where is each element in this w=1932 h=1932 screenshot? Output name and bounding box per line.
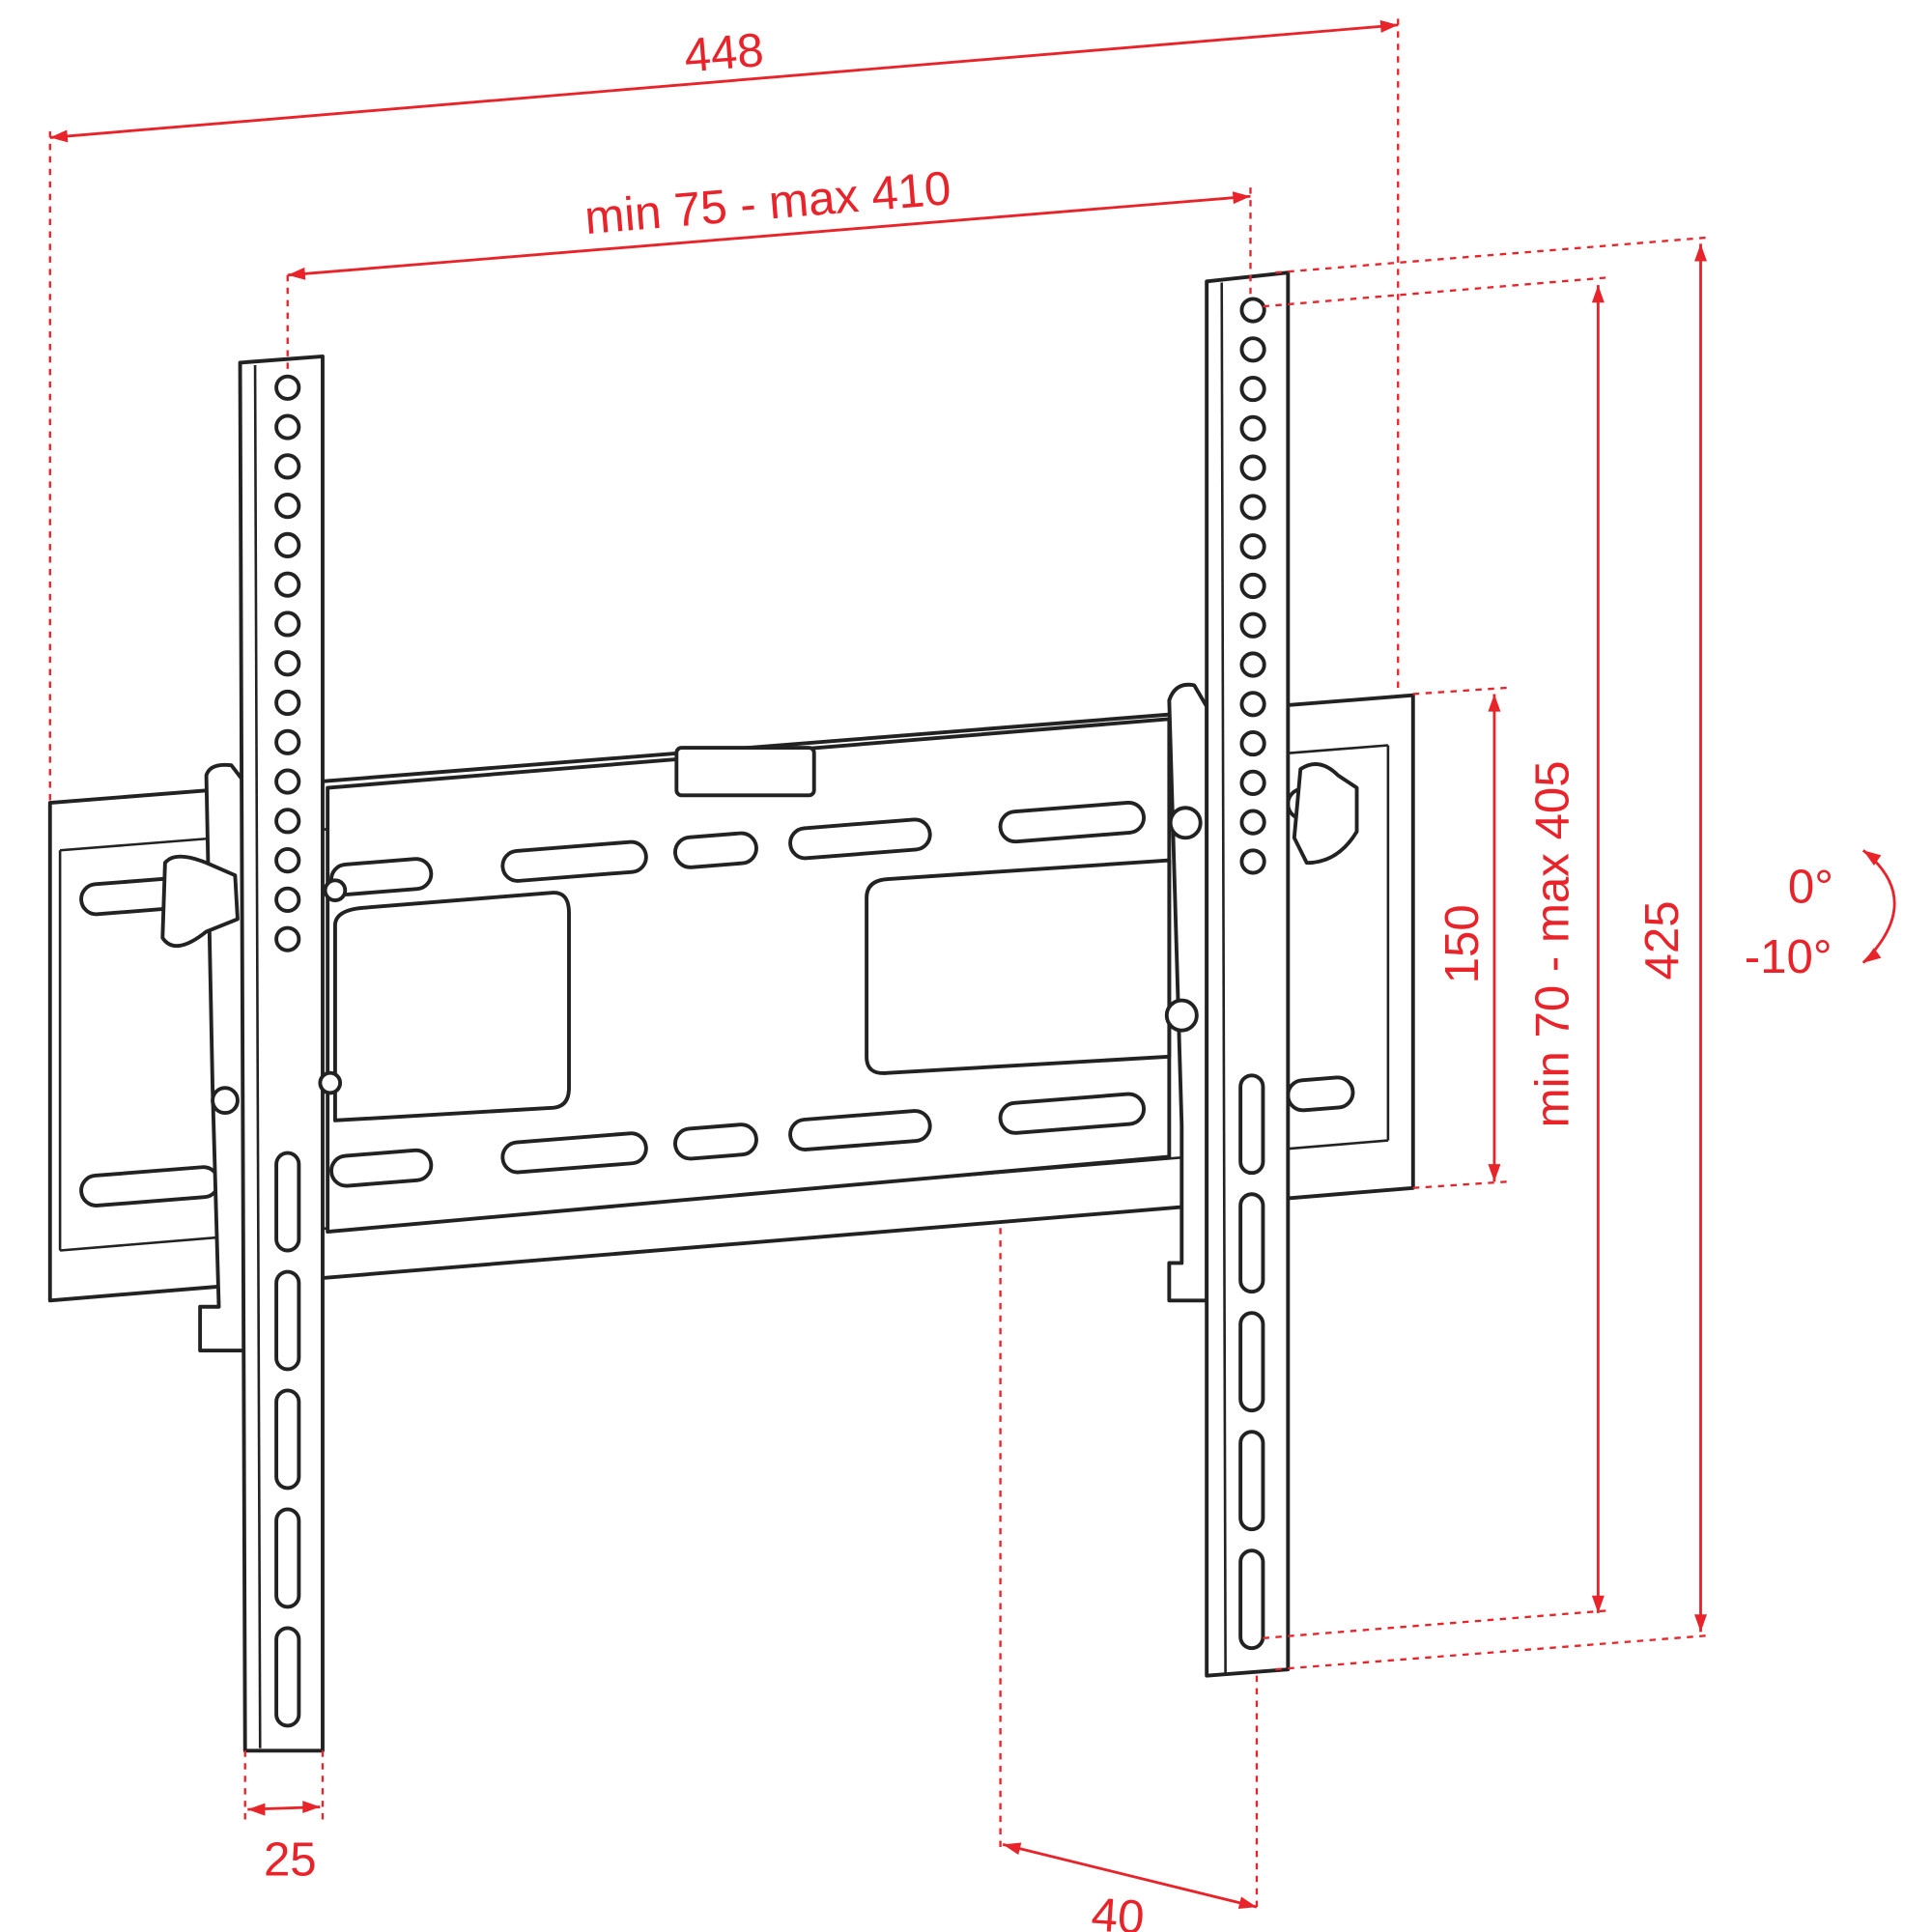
right-tilt-knob xyxy=(1292,762,1359,866)
overall-height-label: 425 xyxy=(1635,900,1689,980)
mounting-slot xyxy=(1238,1430,1265,1532)
mounting-hole xyxy=(274,493,301,520)
dimension-lines xyxy=(48,18,1896,1914)
mounting-slot xyxy=(274,1626,301,1728)
mounting-slot xyxy=(1238,1073,1265,1176)
arrowhead xyxy=(1591,1595,1605,1613)
mounting-hole xyxy=(274,847,301,874)
mounting-hole xyxy=(274,728,301,755)
mounting-hole xyxy=(1239,651,1266,678)
mounting-hole xyxy=(274,413,301,440)
arrowhead xyxy=(1237,1896,1257,1910)
mounting-slot xyxy=(274,1151,301,1253)
mounting-hole xyxy=(1239,769,1266,796)
arrowhead xyxy=(1488,1164,1501,1182)
mounting-hole xyxy=(1239,729,1266,757)
mounting-hole xyxy=(1239,494,1266,521)
arrowhead xyxy=(1694,1614,1707,1633)
tilt-bottom-label: -10° xyxy=(1745,930,1833,983)
mounting-slot xyxy=(274,1507,301,1609)
mounting-slot xyxy=(1238,1311,1265,1413)
wall-slot xyxy=(998,1092,1146,1135)
arrowhead xyxy=(1488,694,1501,712)
arrowhead xyxy=(1694,243,1707,262)
wall-slot xyxy=(1286,1075,1355,1113)
wall-slot xyxy=(673,831,758,869)
left-arm xyxy=(160,354,348,1753)
mounting-hole xyxy=(1239,848,1266,875)
left-tilt-knob xyxy=(160,854,240,949)
wall-plate xyxy=(47,693,1415,1303)
wall-slot xyxy=(788,1109,932,1151)
wall-slot xyxy=(673,1122,758,1161)
overall-width-label: 448 xyxy=(682,23,765,83)
mounting-hole xyxy=(274,689,301,717)
mounting-hole xyxy=(274,571,301,598)
mounting-hole xyxy=(274,925,301,952)
arrowhead xyxy=(49,129,69,143)
mounting-hole xyxy=(1239,533,1266,560)
vesa-horizontal-label: min 75 - max 410 xyxy=(582,161,952,244)
mounting-hole xyxy=(274,531,301,558)
mounting-slot xyxy=(1238,1192,1265,1294)
arrowhead xyxy=(1379,19,1399,33)
mounting-hole xyxy=(274,611,301,638)
vesa-vertical-label: min 70 - max 405 xyxy=(1525,760,1578,1127)
mounting-hole xyxy=(1239,691,1266,718)
mounting-slot xyxy=(1238,1548,1265,1651)
mounting-hole xyxy=(1239,414,1266,441)
arrowhead xyxy=(1862,948,1882,963)
arrowhead xyxy=(1232,191,1251,205)
wall-plate-height-label: 150 xyxy=(1435,904,1489,983)
mounting-hole xyxy=(1239,336,1266,363)
tilt-top-label: 0° xyxy=(1788,861,1833,914)
arrowhead xyxy=(302,1801,321,1814)
mounting-hole xyxy=(274,768,301,795)
wall-slot xyxy=(329,1148,434,1188)
mounting-hole xyxy=(1239,375,1266,403)
mounting-hole xyxy=(1239,809,1266,836)
right-arm xyxy=(1164,270,1359,1678)
arrowhead xyxy=(287,267,306,280)
mounting-hole xyxy=(1239,454,1266,481)
arrowhead xyxy=(247,1803,266,1816)
mounting-hole xyxy=(274,886,301,913)
arm-width-label: 25 xyxy=(264,1833,317,1887)
arrowhead xyxy=(1003,1842,1022,1856)
wall-distance-label: 40 xyxy=(1090,1888,1146,1932)
mounting-hole xyxy=(274,374,301,401)
wall-slot xyxy=(998,800,1146,844)
mounting-slot xyxy=(274,1269,301,1372)
mounting-hole xyxy=(1239,572,1266,600)
mounting-hole xyxy=(274,453,301,480)
level-bubble xyxy=(674,746,816,798)
mounting-hole xyxy=(1239,611,1266,639)
wall-slot xyxy=(788,817,932,861)
mounting-slot xyxy=(274,1388,301,1491)
wall-slot xyxy=(500,1131,648,1175)
arrowhead xyxy=(1862,850,1882,866)
mounting-hole xyxy=(274,808,301,835)
wall-slot xyxy=(500,839,648,883)
mounting-hole xyxy=(1239,297,1266,324)
mounting-hole xyxy=(274,650,301,677)
arrowhead xyxy=(1591,285,1605,303)
